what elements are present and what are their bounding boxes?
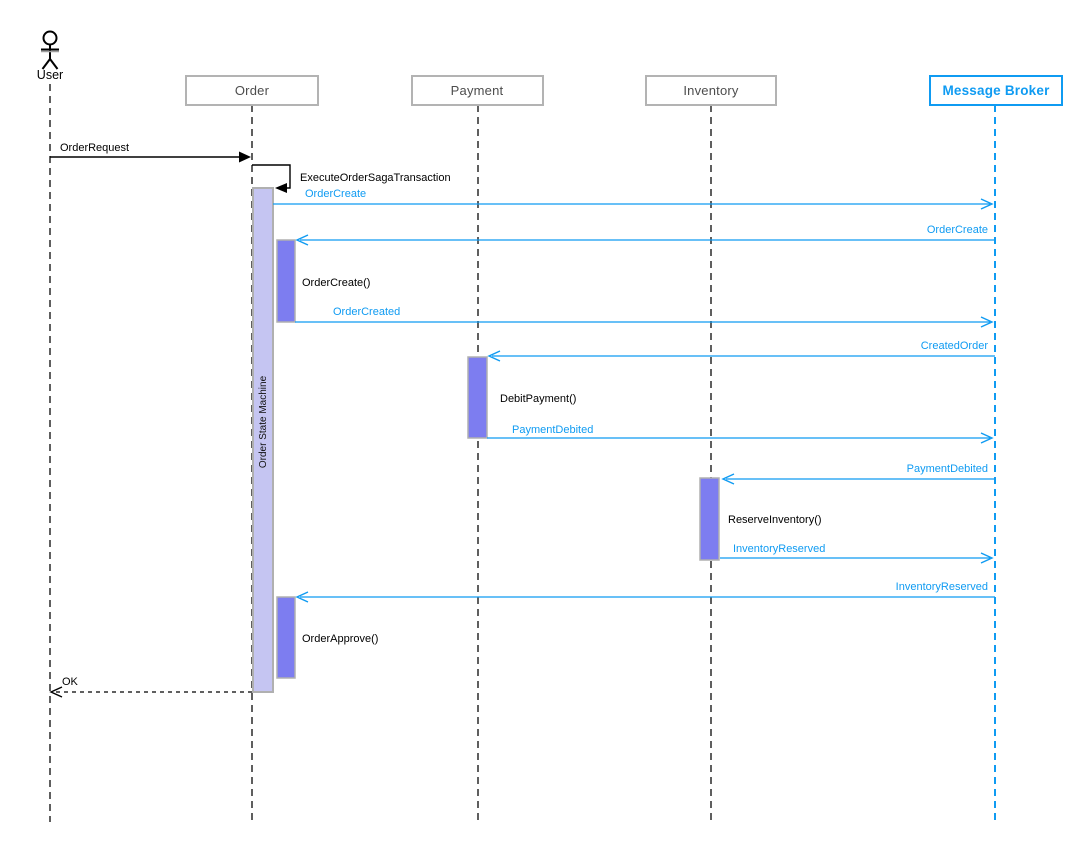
message-payment-debited-pub-label: PaymentDebited [512, 424, 593, 436]
message-execute-saga-arrowhead [275, 183, 287, 193]
message-payment-debited-sub-label: PaymentDebited [907, 463, 988, 475]
message-payment-debited-sub: PaymentDebited [721, 463, 995, 485]
activation-order-state-machine [252, 187, 274, 693]
message-inventory-reserved-sub-label: InventoryReserved [896, 581, 988, 593]
activation-debit-payment [467, 356, 488, 439]
participant-payment-label: Payment [451, 83, 504, 98]
message-order-create-pub: OrderCreate [273, 188, 994, 210]
message-inventory-reserved-pub: InventoryReserved [720, 543, 994, 564]
participant-inventory-label: Inventory [683, 83, 739, 98]
message-payment-debited-sub-arrowhead [721, 473, 735, 485]
message-order-request-label: OrderRequest [60, 142, 129, 154]
message-reserve-inventory-call-label: ReserveInventory() [728, 514, 822, 526]
actor-user-label: User [37, 68, 63, 82]
message-ok-reply-label: OK [62, 676, 79, 688]
message-payment-debited-pub: PaymentDebited [487, 424, 994, 444]
user-actor-icon [41, 30, 59, 70]
message-inventory-reserved-sub: InventoryReserved [295, 581, 995, 603]
message-created-order-sub-arrowhead [487, 350, 501, 362]
participant-order: Order [185, 75, 319, 106]
message-inventory-reserved-sub-arrowhead [295, 591, 309, 603]
message-ok-reply-arrowhead [49, 686, 63, 698]
message-created-order-sub-label: CreatedOrder [921, 340, 989, 352]
message-order-created-pub-label: OrderCreated [333, 306, 400, 318]
message-order-create-sub-label: OrderCreate [927, 224, 988, 236]
participant-message-broker: Message Broker [929, 75, 1063, 106]
message-order-create-pub-arrowhead [980, 198, 994, 210]
message-inventory-reserved-pub-label: InventoryReserved [733, 543, 825, 555]
message-order-create-call-label: OrderCreate() [302, 277, 370, 289]
activation-reserve-inventory [699, 477, 720, 561]
message-payment-debited-pub-arrowhead [980, 432, 994, 444]
activation-order-approve [276, 596, 296, 679]
message-order-approve-call-label: OrderApprove() [302, 633, 378, 645]
message-order-request-arrowhead [239, 151, 251, 163]
message-order-created-pub-arrowhead [980, 316, 994, 328]
message-order-created-pub: OrderCreated [295, 306, 994, 328]
message-order-request: OrderRequest [50, 142, 251, 163]
message-order-create-pub-label: OrderCreate [305, 188, 366, 200]
participant-order-label: Order [235, 83, 270, 98]
message-inventory-reserved-pub-arrowhead [980, 552, 994, 564]
message-ok-reply: OK [49, 676, 252, 698]
message-debit-payment-call-label: DebitPayment() [500, 393, 576, 405]
activation-order-state-machine-label: Order State Machine [258, 375, 269, 468]
message-created-order-sub: CreatedOrder [487, 340, 995, 362]
participant-inventory: Inventory [645, 75, 777, 106]
message-execute-saga-label: ExecuteOrderSagaTransaction [300, 172, 451, 184]
participant-message-broker-label: Message Broker [942, 83, 1050, 98]
message-order-create-sub-arrowhead [295, 234, 309, 246]
message-execute-saga: ExecuteOrderSagaTransaction [252, 164, 451, 193]
activation-order-create [276, 239, 296, 323]
participant-payment: Payment [411, 75, 544, 106]
message-order-create-sub: OrderCreate [295, 224, 995, 246]
